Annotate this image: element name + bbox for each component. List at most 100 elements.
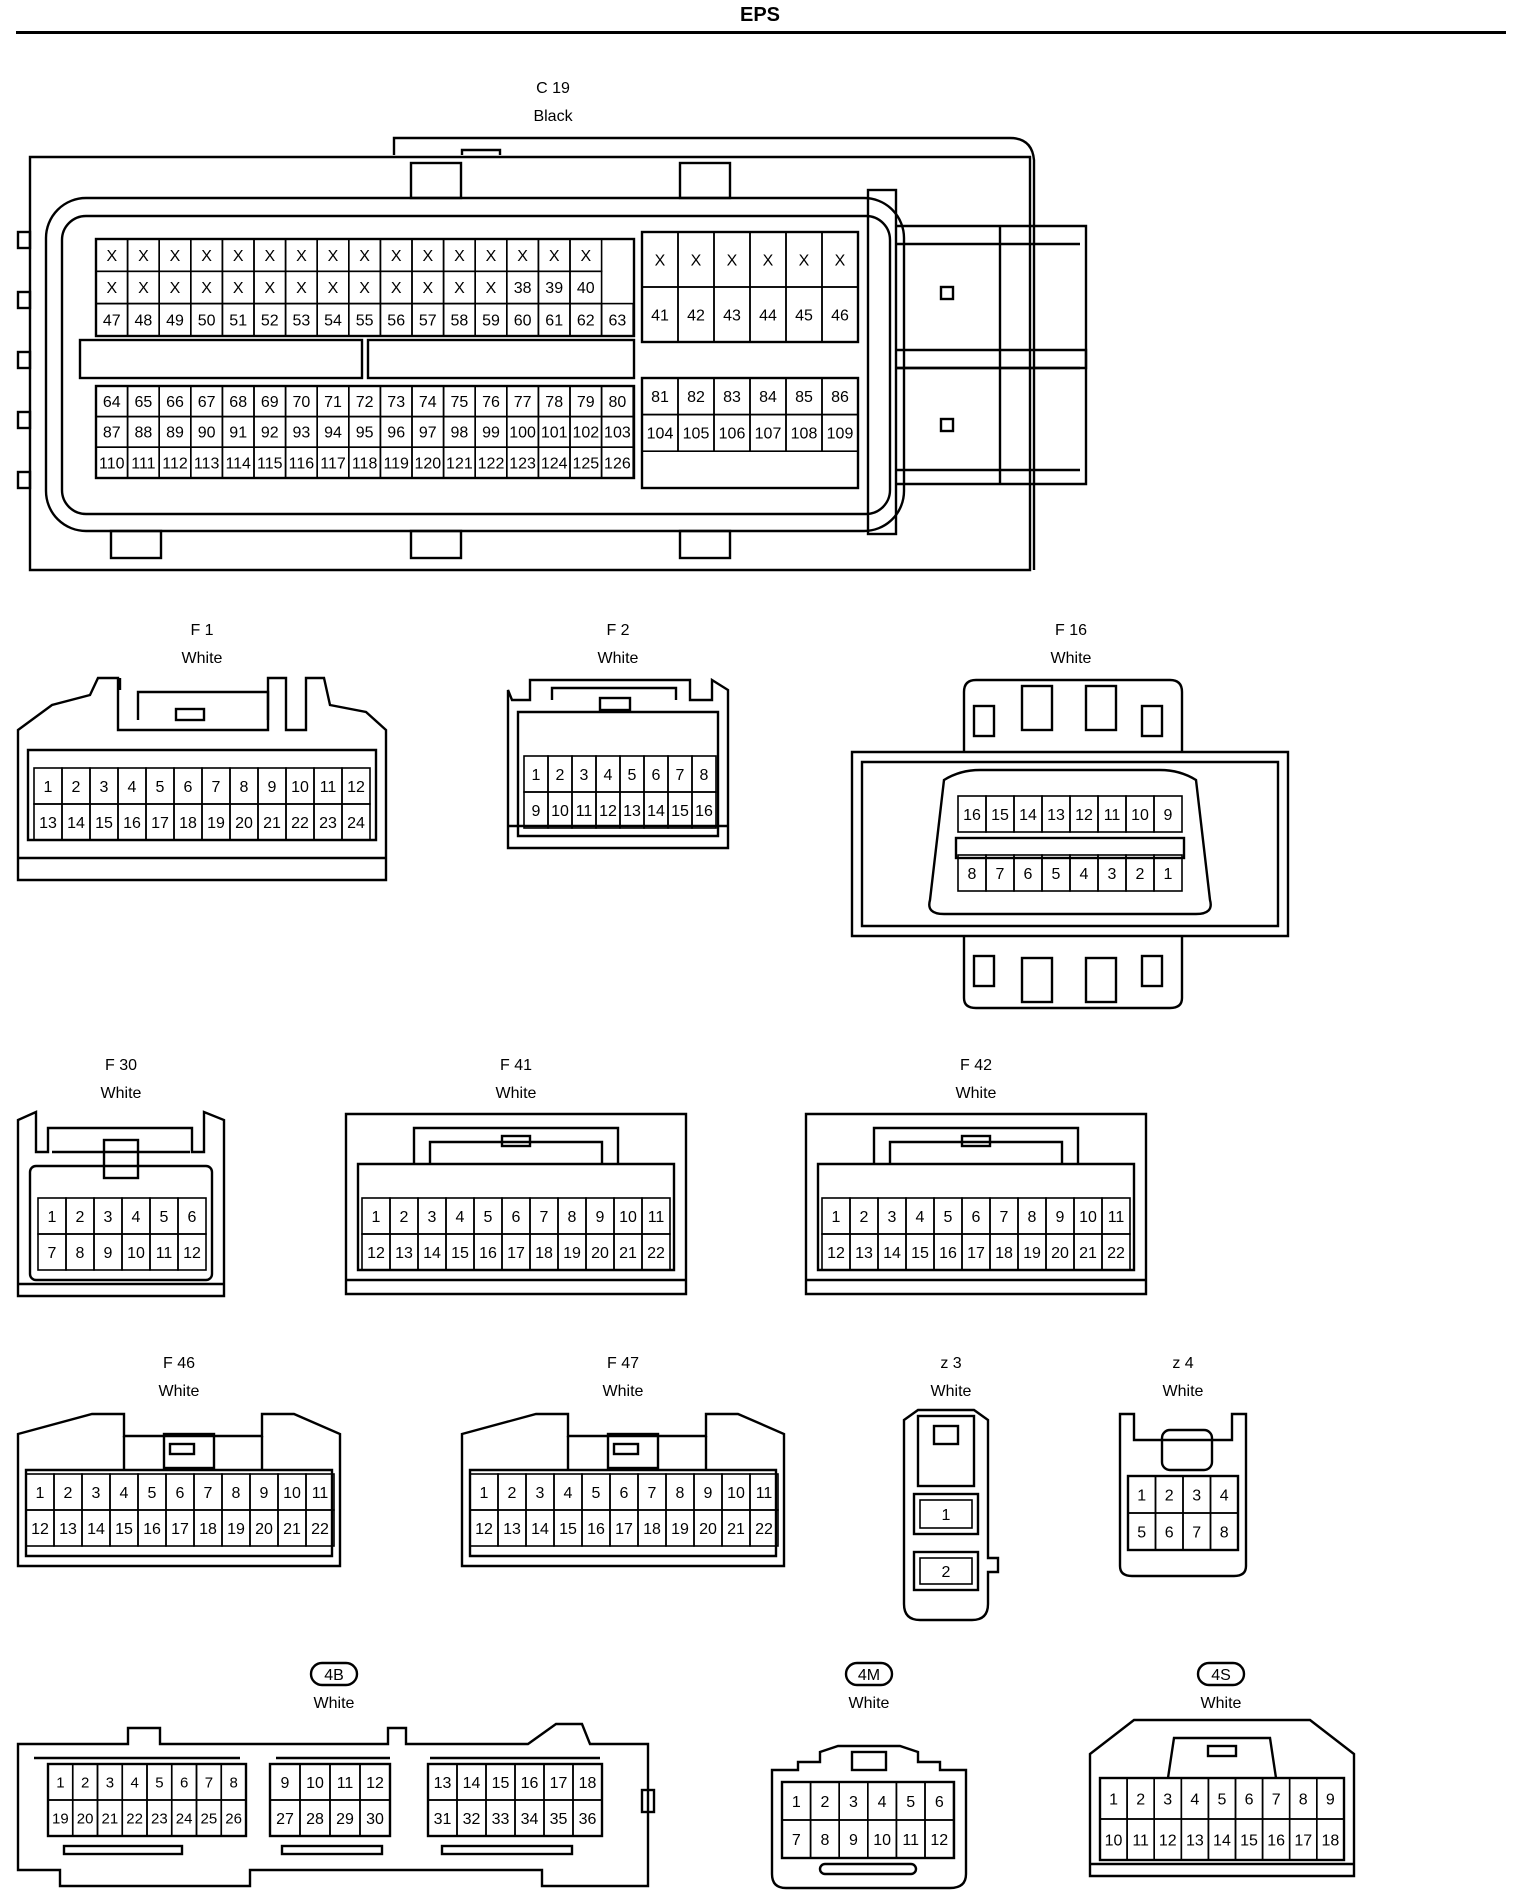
pin-label: 11 bbox=[337, 1775, 354, 1792]
pin-label: 15 bbox=[451, 1245, 469, 1262]
connector-4b-id: 4B bbox=[324, 1667, 344, 1684]
pin-label: 9 bbox=[1164, 807, 1173, 824]
pin-label: 56 bbox=[387, 313, 405, 330]
connector-c19-id: C 19 bbox=[536, 80, 570, 97]
pin-label: 10 bbox=[283, 1485, 301, 1502]
pin-label: 12 bbox=[599, 803, 617, 820]
pin-label: 81 bbox=[651, 389, 669, 406]
pin-label: 8 bbox=[820, 1832, 829, 1849]
pin-label: 10 bbox=[619, 1209, 637, 1226]
pin-cell bbox=[177, 1233, 207, 1271]
pin-label: X bbox=[517, 248, 528, 265]
pin-label: 6 bbox=[935, 1794, 944, 1811]
pin-cell bbox=[1101, 1233, 1131, 1271]
pin-label: 68 bbox=[229, 394, 247, 411]
pin-label: 17 bbox=[615, 1521, 633, 1538]
pin-label: X bbox=[106, 280, 117, 297]
pin-label: 1 bbox=[372, 1209, 381, 1226]
pin-label: X bbox=[296, 280, 307, 297]
pin-label: 72 bbox=[356, 394, 374, 411]
pin-label: X bbox=[835, 252, 846, 269]
connector-4s-id: 4S bbox=[1211, 1667, 1231, 1684]
pin-label: 13 bbox=[59, 1521, 77, 1538]
pin-label: 13 bbox=[1186, 1832, 1204, 1849]
pin-label: 64 bbox=[103, 394, 121, 411]
pin-label: 5 bbox=[160, 1209, 169, 1226]
pin-label: 8 bbox=[229, 1774, 237, 1791]
pin-label: 1 bbox=[44, 779, 53, 796]
connector-4s-badge bbox=[1196, 1661, 1246, 1687]
connector-f42-id: F 42 bbox=[960, 1057, 992, 1074]
pin-label: 11 bbox=[756, 1485, 773, 1502]
pin-cell bbox=[305, 1509, 335, 1547]
pin-label: X bbox=[233, 280, 244, 297]
connector-f46-color: White bbox=[159, 1383, 200, 1400]
pin-label: 17 bbox=[550, 1775, 568, 1792]
pin-label: 118 bbox=[352, 455, 378, 472]
pin-label: 26 bbox=[225, 1810, 242, 1827]
pin-label: 3 bbox=[888, 1209, 897, 1226]
pin-label: 61 bbox=[545, 313, 563, 330]
pin-label: 92 bbox=[261, 425, 279, 442]
pin-label: 75 bbox=[451, 394, 469, 411]
connector-f2-id: F 2 bbox=[606, 622, 629, 639]
pin-label: 14 bbox=[87, 1521, 105, 1538]
pin-label: 14 bbox=[647, 803, 665, 820]
pin-label: 10 bbox=[306, 1775, 324, 1792]
pin-label: 6 bbox=[188, 1209, 197, 1226]
connector-f1-housing bbox=[16, 676, 388, 882]
pin-label: 18 bbox=[199, 1521, 217, 1538]
pin-cell bbox=[924, 1819, 955, 1859]
connector-f41-id: F 41 bbox=[500, 1057, 532, 1074]
pin-label: 11 bbox=[312, 1485, 329, 1502]
pin-cell bbox=[919, 1557, 973, 1585]
pin-label: 7 bbox=[1192, 1524, 1201, 1541]
pin-label: 12 bbox=[347, 779, 365, 796]
connector-4m-housing bbox=[770, 1744, 968, 1890]
pin-label: 105 bbox=[683, 426, 710, 443]
pin-label: 42 bbox=[687, 307, 705, 324]
pin-label: 16 bbox=[479, 1245, 497, 1262]
pin-label: 1 bbox=[792, 1794, 801, 1811]
pin-label: 3 bbox=[1163, 1791, 1172, 1808]
pin-label: 3 bbox=[1108, 866, 1117, 883]
pin-label: 9 bbox=[268, 779, 277, 796]
pin-label: 6 bbox=[184, 779, 193, 796]
pin-label: 20 bbox=[77, 1810, 94, 1827]
connector-f16-color: White bbox=[1051, 650, 1092, 667]
pin-label: X bbox=[264, 248, 275, 265]
pin-label: 5 bbox=[628, 767, 637, 784]
pin-label: 13 bbox=[623, 803, 641, 820]
pin-label: 9 bbox=[260, 1485, 269, 1502]
pin-label: 15 bbox=[115, 1521, 133, 1538]
connector-f30-housing bbox=[16, 1110, 226, 1298]
pin-label: 8 bbox=[76, 1245, 85, 1262]
pin-label: 22 bbox=[291, 815, 309, 832]
pin-label: 5 bbox=[1217, 1791, 1226, 1808]
pin-label: X bbox=[454, 248, 465, 265]
pin-label: 2 bbox=[508, 1485, 517, 1502]
connector-4m-badge bbox=[844, 1661, 894, 1687]
pin-label: 9 bbox=[1056, 1209, 1065, 1226]
pin-cell bbox=[749, 1509, 779, 1547]
pin-label: 109 bbox=[827, 426, 854, 443]
connector-f1-color: White bbox=[182, 650, 223, 667]
pin-label: 91 bbox=[229, 425, 247, 442]
pin-label: 1 bbox=[480, 1485, 489, 1502]
pin-label: X bbox=[264, 280, 275, 297]
pin-label: X bbox=[422, 248, 433, 265]
pin-label: 101 bbox=[541, 425, 568, 442]
pin-label: 20 bbox=[699, 1521, 717, 1538]
pin-label: 93 bbox=[293, 425, 311, 442]
pin-label: 119 bbox=[383, 455, 409, 472]
pin-label: 125 bbox=[572, 455, 599, 472]
pin-label: 10 bbox=[127, 1245, 145, 1262]
pin-label: 12 bbox=[827, 1245, 845, 1262]
pin-label: 3 bbox=[1192, 1487, 1201, 1504]
pin-label: 9 bbox=[281, 1775, 290, 1792]
pin-label: 32 bbox=[463, 1811, 481, 1828]
pin-label: X bbox=[138, 280, 149, 297]
pin-label: 11 bbox=[648, 1209, 665, 1226]
pin-label: 16 bbox=[1267, 1832, 1285, 1849]
